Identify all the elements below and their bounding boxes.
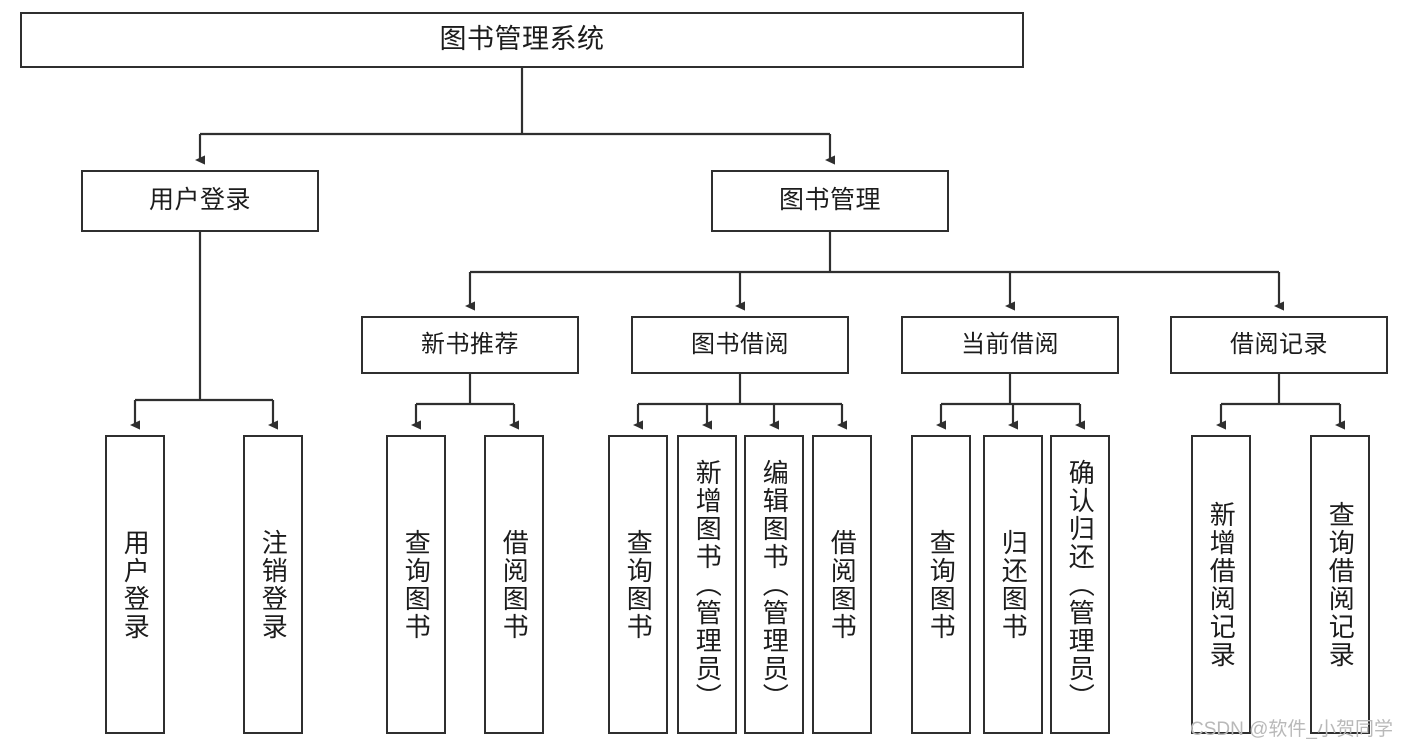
node-new-book-recommend-label: 新书推荐 (421, 330, 519, 358)
book-manage-to-level2-connectors (465, 232, 1284, 311)
node-leaf-query-book-1-label: 查询图书 (401, 528, 432, 641)
node-root[interactable]: 图书管理系统 (20, 12, 1024, 68)
node-leaf-edit-book-label: 编辑图书（管理员） (759, 458, 790, 711)
node-current-borrow-label: 当前借阅 (961, 330, 1059, 358)
node-leaf-borrow-book-1-label: 借阅图书 (499, 528, 530, 641)
current-borrow-to-leaves-connectors (936, 374, 1085, 430)
node-leaf-user-logout-label: 注销登录 (258, 528, 289, 641)
node-leaf-user-logout[interactable]: 注销登录 (243, 435, 303, 734)
node-leaf-borrow-book-2-label: 借阅图书 (827, 528, 858, 641)
node-leaf-query-book-2-label: 查询图书 (623, 528, 654, 641)
node-leaf-query-borrow-record-label: 查询借阅记录 (1325, 500, 1356, 669)
node-leaf-add-borrow-record-label: 新增借阅记录 (1206, 500, 1237, 669)
new-book-recommend-to-leaves-connectors (411, 374, 519, 430)
node-leaf-add-borrow-record[interactable]: 新增借阅记录 (1191, 435, 1251, 734)
node-leaf-borrow-book-1[interactable]: 借阅图书 (484, 435, 544, 734)
node-leaf-query-borrow-record[interactable]: 查询借阅记录 (1310, 435, 1370, 734)
csdn-watermark: CSDN @软件_小贺同学 (1190, 719, 1393, 740)
node-leaf-borrow-book-2[interactable]: 借阅图书 (812, 435, 872, 734)
node-new-book-recommend[interactable]: 新书推荐 (361, 316, 579, 374)
node-leaf-add-book[interactable]: 新增图书（管理员） (677, 435, 737, 734)
node-root-label: 图书管理系统 (439, 24, 605, 55)
node-leaf-confirm-return-label: 确认归还（管理员） (1065, 458, 1096, 711)
node-leaf-query-book-3[interactable]: 查询图书 (911, 435, 971, 734)
node-borrow-record[interactable]: 借阅记录 (1170, 316, 1388, 374)
node-leaf-add-book-label: 新增图书（管理员） (692, 458, 723, 711)
node-leaf-user-login-label: 用户登录 (120, 528, 151, 641)
node-leaf-user-login[interactable]: 用户登录 (105, 435, 165, 734)
node-user-login-label: 用户登录 (148, 186, 251, 215)
node-borrow-record-label: 借阅记录 (1230, 330, 1328, 358)
node-book-borrow[interactable]: 图书借阅 (631, 316, 849, 374)
node-leaf-query-book-1[interactable]: 查询图书 (386, 435, 446, 734)
node-leaf-confirm-return[interactable]: 确认归还（管理员） (1050, 435, 1110, 734)
node-leaf-edit-book[interactable]: 编辑图书（管理员） (744, 435, 804, 734)
node-leaf-return-book-label: 归还图书 (998, 528, 1029, 641)
node-book-manage-label: 图书管理 (778, 186, 881, 215)
node-book-manage[interactable]: 图书管理 (711, 170, 949, 232)
root-to-level1-connectors (195, 68, 835, 165)
user-login-to-leaves-connectors (130, 232, 278, 430)
book-borrow-to-leaves-connectors (633, 374, 847, 430)
node-leaf-return-book[interactable]: 归还图书 (983, 435, 1043, 734)
node-current-borrow[interactable]: 当前借阅 (901, 316, 1119, 374)
node-leaf-query-book-2[interactable]: 查询图书 (608, 435, 668, 734)
borrow-record-to-leaves-connectors (1216, 374, 1345, 430)
node-user-login[interactable]: 用户登录 (81, 170, 319, 232)
node-book-borrow-label: 图书借阅 (691, 330, 789, 358)
node-leaf-query-book-3-label: 查询图书 (926, 528, 957, 641)
